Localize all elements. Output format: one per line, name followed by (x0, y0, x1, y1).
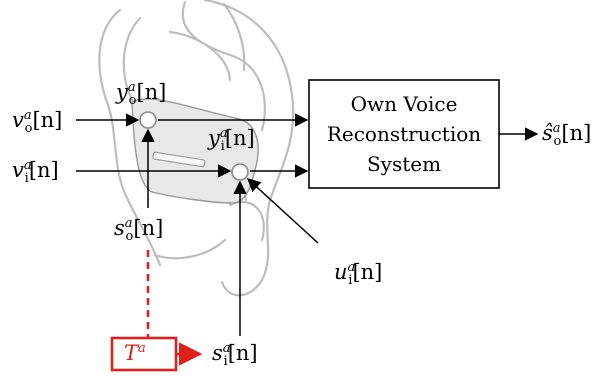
system-line-1: Own Voice (350, 92, 458, 116)
outer-microphone (139, 111, 157, 129)
label-s-i: sai[n] (212, 341, 258, 370)
transfer-function-box (110, 336, 178, 372)
system-line-2: Reconstruction (326, 122, 482, 146)
label-u-i: uai[n] (334, 260, 383, 289)
label-y-i: yai[n] (208, 126, 255, 155)
label-y-o: yao[n] (116, 80, 167, 109)
label-v-i: vai[n] (12, 158, 59, 187)
system-label: Own Voice Reconstruction System (309, 80, 499, 188)
label-s-o: sao[n] (114, 216, 164, 245)
system-line-3: System (366, 152, 442, 176)
label-s-hat-o: ŝao[n] (542, 121, 592, 150)
u-i-arrow (247, 178, 319, 244)
label-v-o: vao[n] (12, 108, 63, 137)
ear-illustration (98, 0, 295, 297)
inner-microphone (231, 163, 249, 181)
label-transfer-function: Ta (124, 341, 146, 365)
